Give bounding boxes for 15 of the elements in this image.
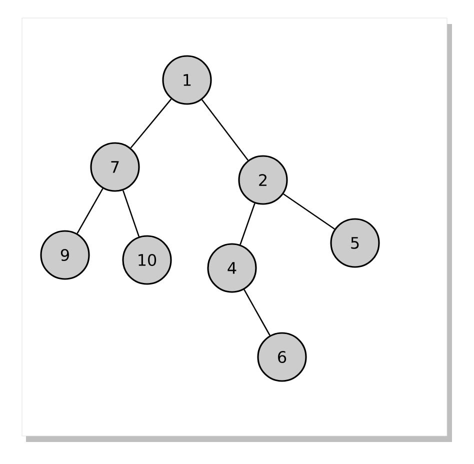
tree-edge [240,203,256,245]
tree-edge [130,98,172,148]
tree-edge [122,190,140,237]
tree-edge [202,99,249,161]
circle-node: 7 [90,142,140,192]
tree-edge [244,289,270,336]
circle-node: 9 [40,230,90,280]
circle-node: 5 [330,218,380,268]
circle-node: 2 [238,155,288,205]
tree-edge [283,193,335,230]
circle-node: 4 [207,243,257,293]
circle-node: 6 [257,332,307,382]
circle-node: 10 [122,235,172,285]
tree-edge [76,188,104,234]
circle-node: 1 [162,55,212,105]
